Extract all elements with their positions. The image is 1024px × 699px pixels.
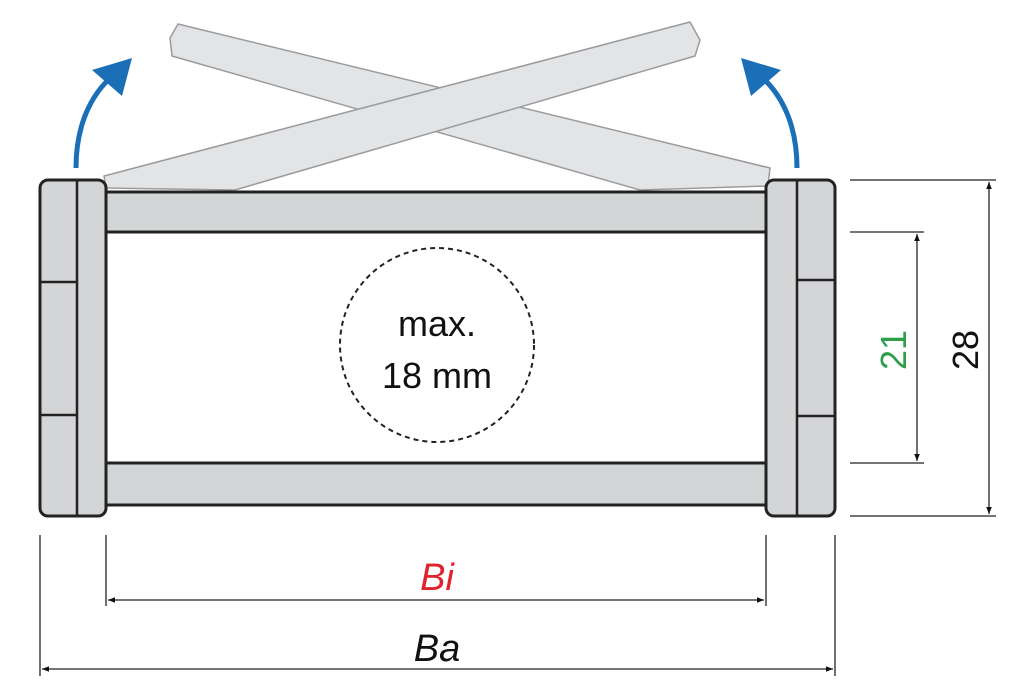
inner-height-value: 21 bbox=[873, 330, 914, 370]
max-cable-diameter-circle bbox=[339, 247, 535, 443]
bottom-crossbar bbox=[102, 461, 770, 507]
top-crossbar bbox=[102, 190, 770, 234]
height-dimension-lines bbox=[850, 179, 996, 517]
width-dimension-lines bbox=[39, 535, 836, 676]
max-label: max. bbox=[398, 303, 476, 344]
outer-width-label: Ba bbox=[414, 628, 460, 670]
opened-crossbar-right bbox=[103, 21, 701, 191]
side-plate-left bbox=[38, 178, 108, 518]
open-arrow-left-icon bbox=[73, 58, 132, 169]
inner-width-label: Bi bbox=[420, 557, 455, 599]
max-diameter-value: 18 mm bbox=[382, 355, 492, 396]
side-plate-right bbox=[764, 178, 837, 518]
outer-height-value: 28 bbox=[945, 330, 986, 370]
open-arrow-right-icon bbox=[741, 58, 800, 169]
